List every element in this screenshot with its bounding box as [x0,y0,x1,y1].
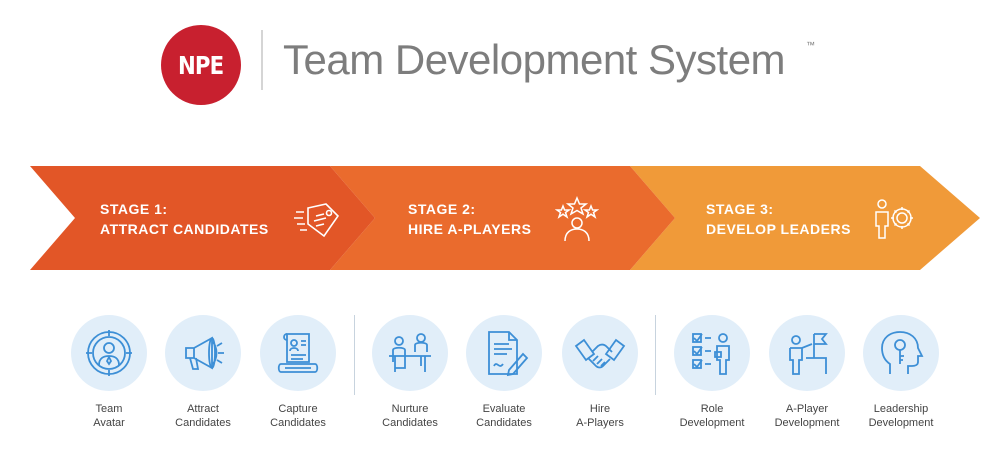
head-key-icon [881,331,924,374]
step-label: Capture Candidates [270,403,326,429]
step-label: Leadership Development [868,403,934,429]
person-gear-icon [875,199,913,239]
icon-circle [769,315,845,391]
step-a-player-development: A-Player Development [759,315,855,430]
stage-arrows-graphic [30,166,980,270]
step-label: Attract Candidates [175,403,231,429]
icon-circle [466,315,542,391]
group-separator [354,315,355,395]
npe-logo: NPE [161,25,241,105]
icon-circle [165,315,241,391]
icon-circle [674,315,750,391]
resume-scroll-icon [277,333,319,373]
step-role-development: Role Development [664,315,760,430]
step-team-avatar: Team Avatar [61,315,157,430]
step-attract-candidates: Attract Candidates [155,315,251,430]
megaphone-icon [185,336,224,370]
stage-2-label: STAGE 2: HIRE A-PLAYERS [408,199,531,239]
stage-2-number: STAGE 2: [408,201,476,217]
step-label: Nurture Candidates [382,403,438,429]
process-steps: Team Avatar Attract Candidates [0,315,1000,458]
stage-1-arrow [30,166,375,270]
document-pen-icon [488,331,529,377]
step-label: Hire A-Players [576,403,624,429]
star-person-icon [555,196,599,242]
stage-3-number: STAGE 3: [706,201,774,217]
stage-1-label: STAGE 1: ATTRACT CANDIDATES [100,199,269,239]
stage-1-title: ATTRACT CANDIDATES [100,221,269,237]
step-label: A-Player Development [774,403,840,429]
stage-3-title: DEVELOP LEADERS [706,221,851,237]
interview-icon [389,333,431,372]
step-nurture-candidates: Nurture Candidates [362,315,458,430]
stage-1-number: STAGE 1: [100,201,168,217]
icon-circle [71,315,147,391]
stage-2-title: HIRE A-PLAYERS [408,221,532,237]
step-leadership-development: Leadership Development [853,315,949,430]
header-divider [261,30,263,90]
icon-circle [372,315,448,391]
step-capture-candidates: Capture Candidates [250,315,346,430]
step-evaluate-candidates: Evaluate Candidates [456,315,552,430]
group-separator [655,315,656,395]
logo-text: NPE [178,50,224,80]
icon-circle [562,315,638,391]
step-label: Evaluate Candidates [476,403,532,429]
stage-arrows: STAGE 1: ATTRACT CANDIDATES STAGE 2: HIR… [0,166,1000,270]
step-hire-a-players: Hire A-Players [552,315,648,430]
stage-3-arrow [630,166,980,270]
trademark-symbol: ™ [806,40,815,50]
icon-circle [260,315,336,391]
header: NPE Team Development System ™ [0,0,1000,120]
flag-climb-icon [789,333,828,375]
step-label: Team Avatar [93,403,125,429]
icon-circle [863,315,939,391]
step-label: Role Development [679,403,745,429]
page-title: Team Development System [283,36,786,83]
price-tag-icon [294,203,340,238]
stage-3-label: STAGE 3: DEVELOP LEADERS [706,199,851,239]
avatar-target-icon [86,330,132,376]
checklist-person-icon [692,333,730,375]
stage-2-arrow [330,166,675,270]
handshake-icon [574,338,626,369]
